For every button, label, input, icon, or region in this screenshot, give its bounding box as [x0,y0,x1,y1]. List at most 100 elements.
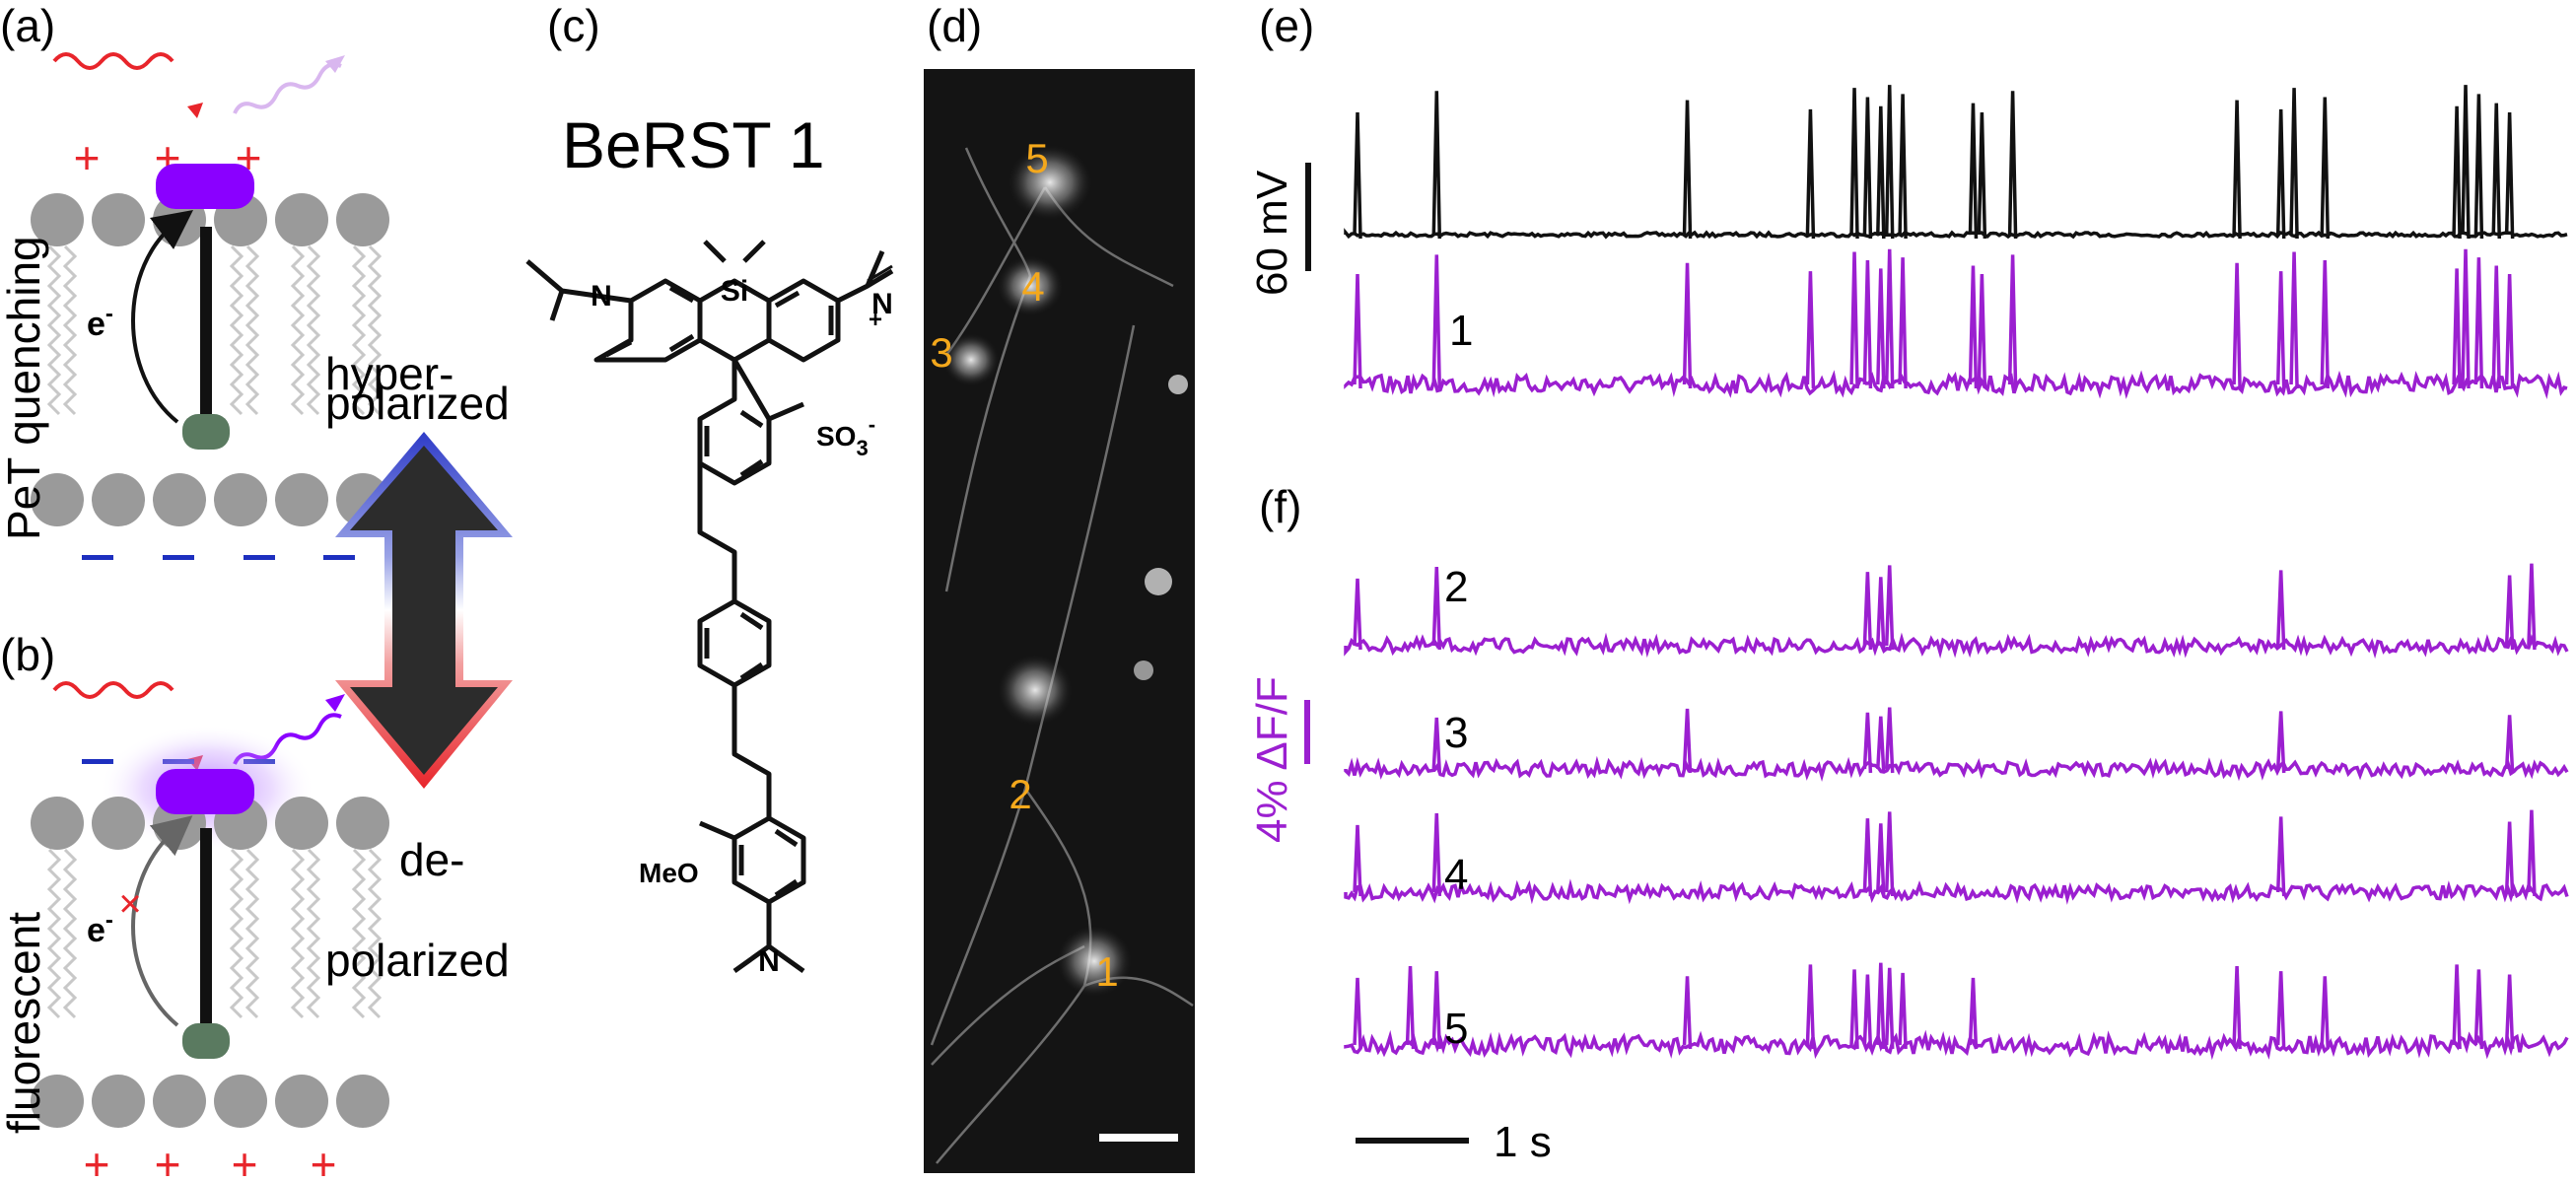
molecular-wire [200,227,212,424]
spike [1682,708,1693,774]
hyperpolarized-label-1: hyper- [325,348,453,399]
hyperpolarized-label-2: polarized [325,378,510,429]
debris-spot [1168,375,1188,394]
spike [2504,575,2515,651]
spike [1805,964,1816,1050]
emission-arrowhead-faded [325,55,345,73]
debris-spot [1134,661,1153,680]
neuron-4 [996,254,1065,317]
fluorescence-trace-3 [1344,755,2569,782]
neuron-5 [1006,143,1094,222]
spike [2275,971,2286,1050]
spike [1968,265,1979,389]
spike [1862,259,1873,389]
trace-plot-area [1344,85,2569,1061]
emission-arrowhead [325,694,345,712]
spike [2320,97,2331,240]
fluorescence-trace-5 [1344,1029,2569,1061]
spike [2504,273,2515,389]
neuron-2 [996,653,1075,728]
nitrogen-charge: + [869,307,882,333]
spike [1682,100,1693,240]
lipid-heads-bottom-a [31,473,389,526]
electron-donor [182,414,230,450]
spike [2527,563,2537,651]
spike [1849,88,1859,240]
panel-label-f: (f) [1259,481,1301,532]
spike [1862,818,1873,897]
spike [1884,967,1895,1050]
emission-photon-faded [233,62,342,114]
spike [1884,565,1895,651]
panel-label-b: (b) [0,629,55,680]
spike [2320,976,2331,1050]
excitation-photon-a [52,52,174,70]
excitation-photon-b [52,681,174,699]
spike [1977,273,1987,389]
spike [1884,811,1895,897]
spike [1968,103,1979,240]
spike [1849,251,1859,389]
spike [2007,91,2018,240]
voltage-scale-bar [1305,163,1311,271]
voltage-trace [1344,228,2568,240]
spike [1898,972,1908,1050]
spike [1898,257,1908,389]
electron-label: e- [87,907,113,949]
spike [2461,248,2471,389]
spike [1884,248,1895,389]
time-scale-bar [1356,1138,1469,1144]
nitrogen-left: N [591,280,612,313]
spike [2289,251,2299,389]
methoxy: MeO [639,858,699,888]
fluorescence-scale-label: 4% ΔF/F [1248,676,1296,843]
spike [2473,94,2484,240]
state-label-quenching: PeT quenching [0,236,49,540]
trace-label-1: 1 [1449,307,1473,355]
lipid-heads-bottom-b [31,1075,389,1128]
spike [2491,265,2501,389]
trace-label-3: 3 [1444,709,1468,757]
spike [1876,823,1886,897]
neuron-3 [941,332,1001,387]
fluorescence-scale-bar [1304,700,1310,764]
nitrogen-right: N [871,288,893,320]
spike [1876,105,1886,240]
spike [2527,809,2537,897]
cell-label-5: 5 [1025,135,1048,181]
spike [2452,964,2462,1050]
cell-label-4: 4 [1021,263,1044,310]
spike [1353,977,1362,1050]
spike [2461,85,2471,240]
panel-a: (a) + + + [0,0,389,560]
spike [1805,108,1816,240]
spike [1353,273,1362,389]
trace-label-2: 2 [1444,563,1468,611]
micrograph [924,69,1195,1173]
debris-spot [1145,568,1172,595]
spike [2504,715,2515,774]
depolarized-label-2: polarized [325,935,510,986]
panel-label-d: (d) [927,0,982,51]
plus-charge: + [74,132,101,183]
spike [1353,111,1362,240]
panel-c: (c) BeRST 1 [525,0,894,978]
electron-label: e- [87,301,113,343]
spike [1431,813,1442,897]
panel-label-c: (c) [547,0,600,51]
spike [1898,94,1908,240]
nitrogen-bottom: N [758,945,780,978]
spike [1884,85,1895,240]
spike [2320,259,2331,389]
polarization-double-arrow [335,432,513,789]
spike [2504,111,2515,240]
spike [1431,91,1442,240]
spike [2473,969,2484,1050]
cell-label-3: 3 [930,329,952,376]
spike [1884,707,1895,774]
panel-label-a: (a) [0,0,55,51]
spike [1353,578,1362,651]
lipid-tails-a [46,244,383,416]
spike [1682,262,1693,389]
blocked-transfer-mark: × [118,882,141,926]
